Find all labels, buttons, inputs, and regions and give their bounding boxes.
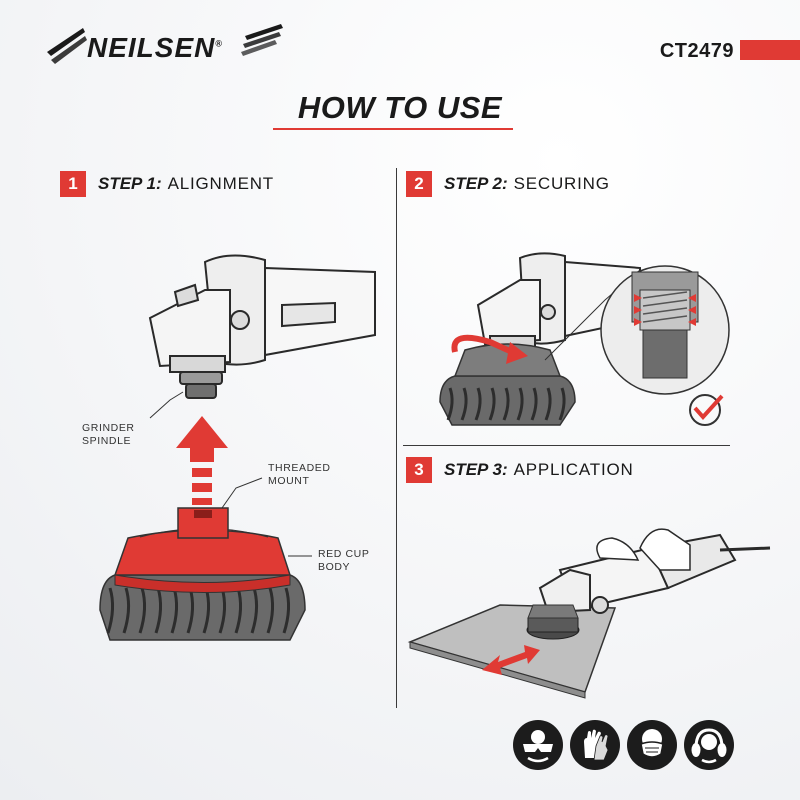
mount-leader-line [221,477,263,509]
step-2-label: STEP 2: [444,174,508,193]
spindle-leader-line [149,391,184,419]
product-code: CT2479 [659,40,734,62]
brand-logo: NEILSEN® [45,22,285,70]
wire-cup-brush-icon [526,604,580,640]
arrow-up-icon [176,416,228,505]
horizontal-divider [403,445,730,446]
mount-callout: THREADED MOUNT [268,462,331,487]
rotate-arrow-icon [451,334,514,355]
hand-icon [596,528,691,571]
gloves-icon [570,720,620,770]
step-3-number: 3 [406,457,432,483]
page-title: HOW TO USE [297,90,503,125]
step-1-name: ALIGNMENT [167,174,274,193]
ear-defenders-icon [684,720,734,770]
spindle-callout: GRINDER SPINDLE [82,422,135,447]
wire-cup-brush-icon [99,507,306,641]
workpiece-plate [407,604,617,699]
step-1-number: 1 [60,171,86,197]
back-and-forth-arrow-icon [482,645,540,675]
step-2-heading: 2 STEP 2: SECURING [406,170,610,198]
step-3-heading: 3 STEP 3: APPLICATION [406,456,634,484]
step-1-heading: 1 STEP 1: ALIGNMENT [60,170,274,198]
step-3-label: STEP 3: [444,460,508,479]
thread-detail-zoom [600,265,730,395]
step-3-name: APPLICATION [513,460,634,479]
checkmark-icon [689,394,724,426]
title-underline [273,128,513,130]
product-code-bar [740,40,800,60]
step-1-label: STEP 1: [98,174,162,193]
rotate-arrow-head-icon [506,342,528,364]
step-2-number: 2 [406,171,432,197]
vertical-divider [396,168,397,708]
brand-name: NEILSEN® [87,32,223,63]
checkered-flag-icon [47,24,283,64]
dust-mask-icon [627,720,677,770]
step-2-name: SECURING [513,174,610,193]
safety-glasses-icon [513,720,563,770]
body-callout: RED CUP BODY [318,548,370,573]
angle-grinder-icon [148,254,376,399]
